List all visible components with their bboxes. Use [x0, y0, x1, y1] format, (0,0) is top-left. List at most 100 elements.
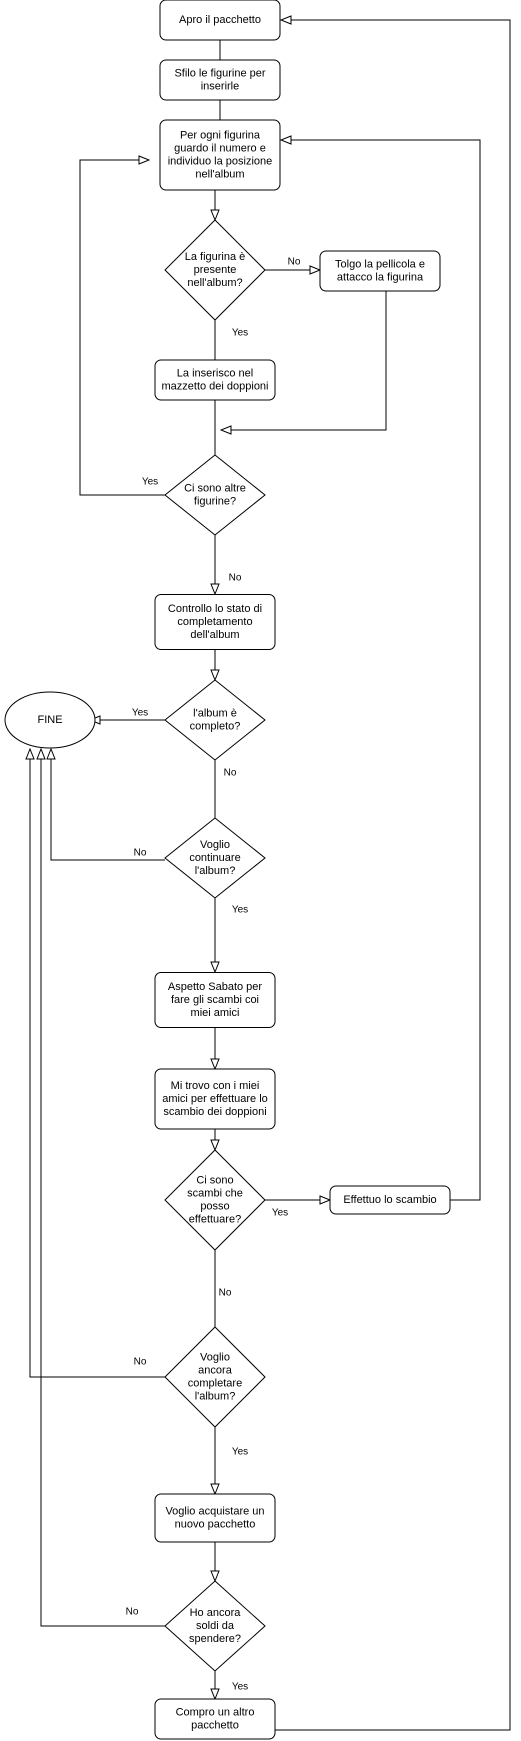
tolgo-text-line: attacco la figurina: [337, 271, 424, 283]
presente-text-line: La figurina è: [185, 251, 246, 263]
presente-text-line: nell'album?: [187, 277, 242, 289]
node-effettuo: Effettuo lo scambio: [329, 1185, 451, 1215]
ancora-text-line: ancora: [198, 1364, 233, 1376]
tolgo-text-line: Tolgo la pellicola e: [335, 258, 425, 270]
edge-continuare-fine: [51, 749, 165, 861]
altre-diamond: [164, 454, 266, 536]
perogni-text-line: guardo il numero e: [174, 142, 266, 154]
presente-diamond: [164, 219, 266, 321]
effettuo-text-line: Effettuo lo scambio: [343, 1194, 436, 1206]
node-start: Apro il pacchetto: [159, 0, 281, 41]
scambi-text-line: Ci sono: [196, 1174, 233, 1186]
effettuo-box: [329, 1185, 451, 1215]
compro-text-line: Compro un altro: [176, 1706, 255, 1718]
perogni-text-line: Per ogni figurina: [180, 129, 261, 141]
soldi-text-line: spendere?: [189, 1633, 241, 1645]
edge-label-soldi-fine: No: [126, 1607, 139, 1618]
tolgo-box: [319, 250, 441, 292]
compro-box: [154, 1698, 276, 1740]
edge-label-scambi-effettuo: Yes: [272, 1208, 288, 1219]
controllo-text-line: completamento: [177, 616, 252, 628]
soldi-text-line: Ho ancora: [190, 1607, 242, 1619]
scambi-text-line: posso: [200, 1200, 229, 1212]
trovo-text-line: scambio dei doppioni: [163, 1106, 266, 1118]
controllo-text-line: Controllo lo stato di: [168, 603, 262, 615]
edge-label-continuare-sabato: Yes: [232, 905, 248, 916]
ancora-diamond: [164, 1326, 266, 1428]
trovo-text-line: Mi trovo con i miei: [171, 1080, 260, 1092]
sabato-text-line: miei amici: [191, 1007, 240, 1019]
sfilo-text-line: inserirle: [201, 80, 240, 92]
start-box: [159, 0, 281, 41]
sfilo-text-line: Sfilo le figurine per: [174, 67, 265, 79]
continuare-text-line: l'album?: [195, 865, 236, 877]
edge-label-altre-controllo: No: [229, 573, 242, 584]
acquistare-text-line: Voglio acquistare un: [165, 1505, 264, 1517]
edge-label-altre-perogni: Yes: [142, 477, 158, 488]
completo-diamond: [164, 679, 266, 761]
continuare-diamond: [164, 817, 266, 899]
presente-text-line: presente: [194, 264, 237, 276]
completo-text-line: completo?: [190, 720, 241, 732]
completo-text-line: l'album è: [193, 707, 237, 719]
edge-label-scambi-ancora: No: [219, 1288, 232, 1299]
edge-label-presente-inserisco: Yes: [232, 328, 248, 339]
edge-label-completo-fine: Yes: [132, 708, 148, 719]
fine-ellipse: [4, 691, 96, 749]
inserisco-text-line: La inserisco nel: [177, 367, 253, 379]
edge-soldi-fine: [41, 749, 165, 1627]
perogni-text-line: nell'album: [195, 168, 244, 180]
acquistare-text-line: nuovo pacchetto: [175, 1518, 256, 1530]
scambi-diamond: [164, 1149, 266, 1251]
edge-label-soldi-compro: Yes: [232, 1682, 248, 1693]
node-fine: FINE: [4, 691, 96, 749]
perogni-box: [159, 119, 281, 191]
trovo-text-line: amici per effettuare lo: [162, 1093, 268, 1105]
soldi-diamond: [164, 1580, 266, 1672]
edge-label-ancora-fine: No: [134, 1357, 147, 1368]
altre-text-line: Ci sono altre: [184, 482, 246, 494]
perogni-text-line: individuo la posizione: [168, 155, 273, 167]
controllo-text-line: dell'album: [190, 629, 239, 641]
soldi-text-line: soldi da: [196, 1620, 235, 1632]
edge-label-presente-tolgo: No: [288, 257, 301, 268]
sabato-text-line: Aspetto Sabato per: [168, 981, 263, 993]
sabato-box: [154, 972, 276, 1028]
edge-label-ancora-acquistare: Yes: [232, 1447, 248, 1458]
edge-tolgo-altre: [221, 291, 387, 430]
fine-text-line: FINE: [37, 714, 62, 726]
node-controllo: Controllo lo stato dicompletamentodell'a…: [154, 594, 276, 650]
edge-altre-perogni: [79, 160, 165, 496]
edge-compro-start: [275, 20, 511, 1731]
continuare-text-line: continuare: [189, 852, 240, 864]
ancora-text-line: Voglio: [200, 1351, 230, 1363]
ancora-text-line: completare: [188, 1377, 242, 1389]
edge-effettuo-perogni: [281, 140, 481, 1201]
scambi-text-line: effettuare?: [189, 1213, 241, 1225]
altre-text-line: figurine?: [194, 495, 236, 507]
inserisco-text-line: mazzetto dei doppioni: [161, 380, 268, 392]
compro-text-line: pacchetto: [191, 1719, 239, 1731]
controllo-box: [154, 594, 276, 650]
start-text-line: Apro il pacchetto: [179, 14, 261, 26]
continuare-text-line: Voglio: [200, 839, 230, 851]
acquistare-box: [154, 1493, 276, 1543]
sabato-text-line: fare gli scambi coi: [171, 994, 259, 1006]
edge-label-continuare-fine: No: [134, 848, 147, 859]
